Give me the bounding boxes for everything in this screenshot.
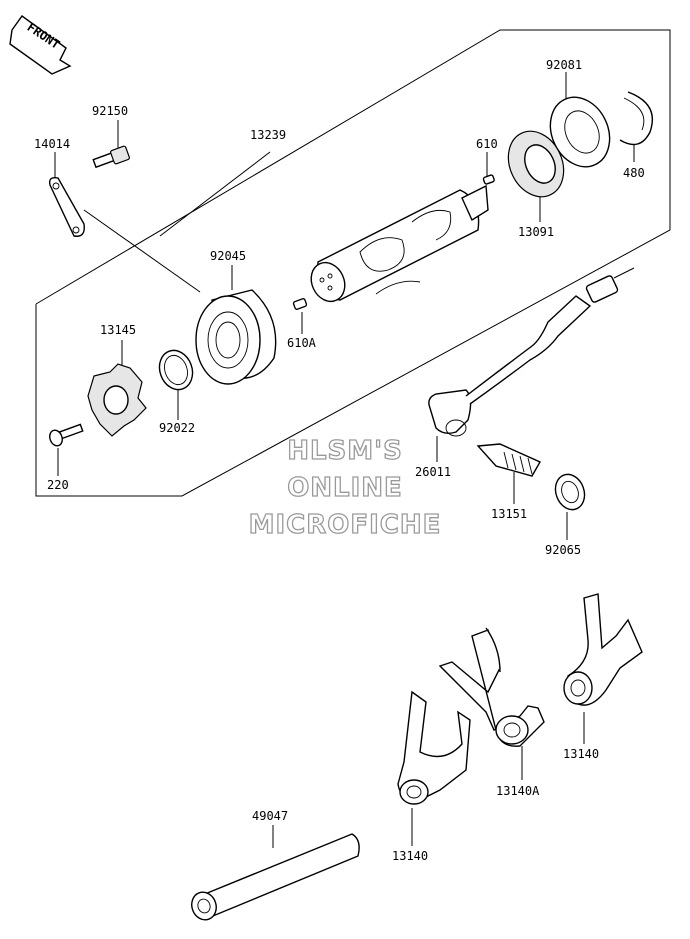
watermark-line1: HLSM'S [287,436,403,466]
stopper-plate-92081-icon [549,96,611,168]
label-13239: 13239 [250,128,286,142]
switch-26011-icon [428,267,635,437]
part-labels: 92150 14014 13239 92081 610 480 13091 92… [34,58,645,863]
label-26011: 26011 [415,465,451,479]
label-13140-left: 13140 [392,849,428,863]
label-49047: 49047 [252,809,288,823]
watermark-line2: ONLINE [287,473,403,503]
label-13145: 13145 [100,323,136,337]
label-220: 220 [47,478,69,492]
label-14014: 14014 [34,137,70,151]
label-92065: 92065 [545,543,581,557]
screw-220-icon [49,423,84,447]
label-92045: 92045 [210,249,246,263]
watermark-line3: MICROFICHE [249,510,442,540]
label-480: 480 [623,166,645,180]
washer-92065-icon [554,473,586,511]
front-arrow-icon: FRONT [9,15,72,75]
label-13140-right: 13140 [563,747,599,761]
bolt-92150-icon [92,145,130,169]
fork-13140-left-icon [397,690,471,805]
label-13151: 13151 [491,507,527,521]
label-13091: 13091 [518,225,554,239]
bearing-92045-icon [195,289,277,385]
label-92022: 92022 [159,421,195,435]
assembly-frame [35,29,671,497]
plunger-13151-icon [476,443,541,477]
shift-drum-icon [310,184,489,303]
washer-92022-icon [158,349,194,391]
label-92081: 92081 [546,58,582,72]
label-610: 610 [476,137,498,151]
watermark: HLSM'S ONLINE MICROFICHE [248,435,442,540]
fork-13140A-icon [438,627,545,747]
circlip-480-icon [619,91,654,146]
fork-13140-right-icon [563,593,643,706]
pin-610-icon [482,174,495,185]
leader-lines [54,72,635,848]
label-92150: 92150 [92,104,128,118]
label-610A: 610A [287,336,317,350]
pin-610A-icon [292,298,308,310]
link-plate-14014-icon [48,176,85,237]
star-cam-13145-icon [87,363,147,437]
label-13140A: 13140A [496,784,540,798]
shaft-49047-icon [191,833,360,921]
plate-13091-icon [507,130,565,198]
